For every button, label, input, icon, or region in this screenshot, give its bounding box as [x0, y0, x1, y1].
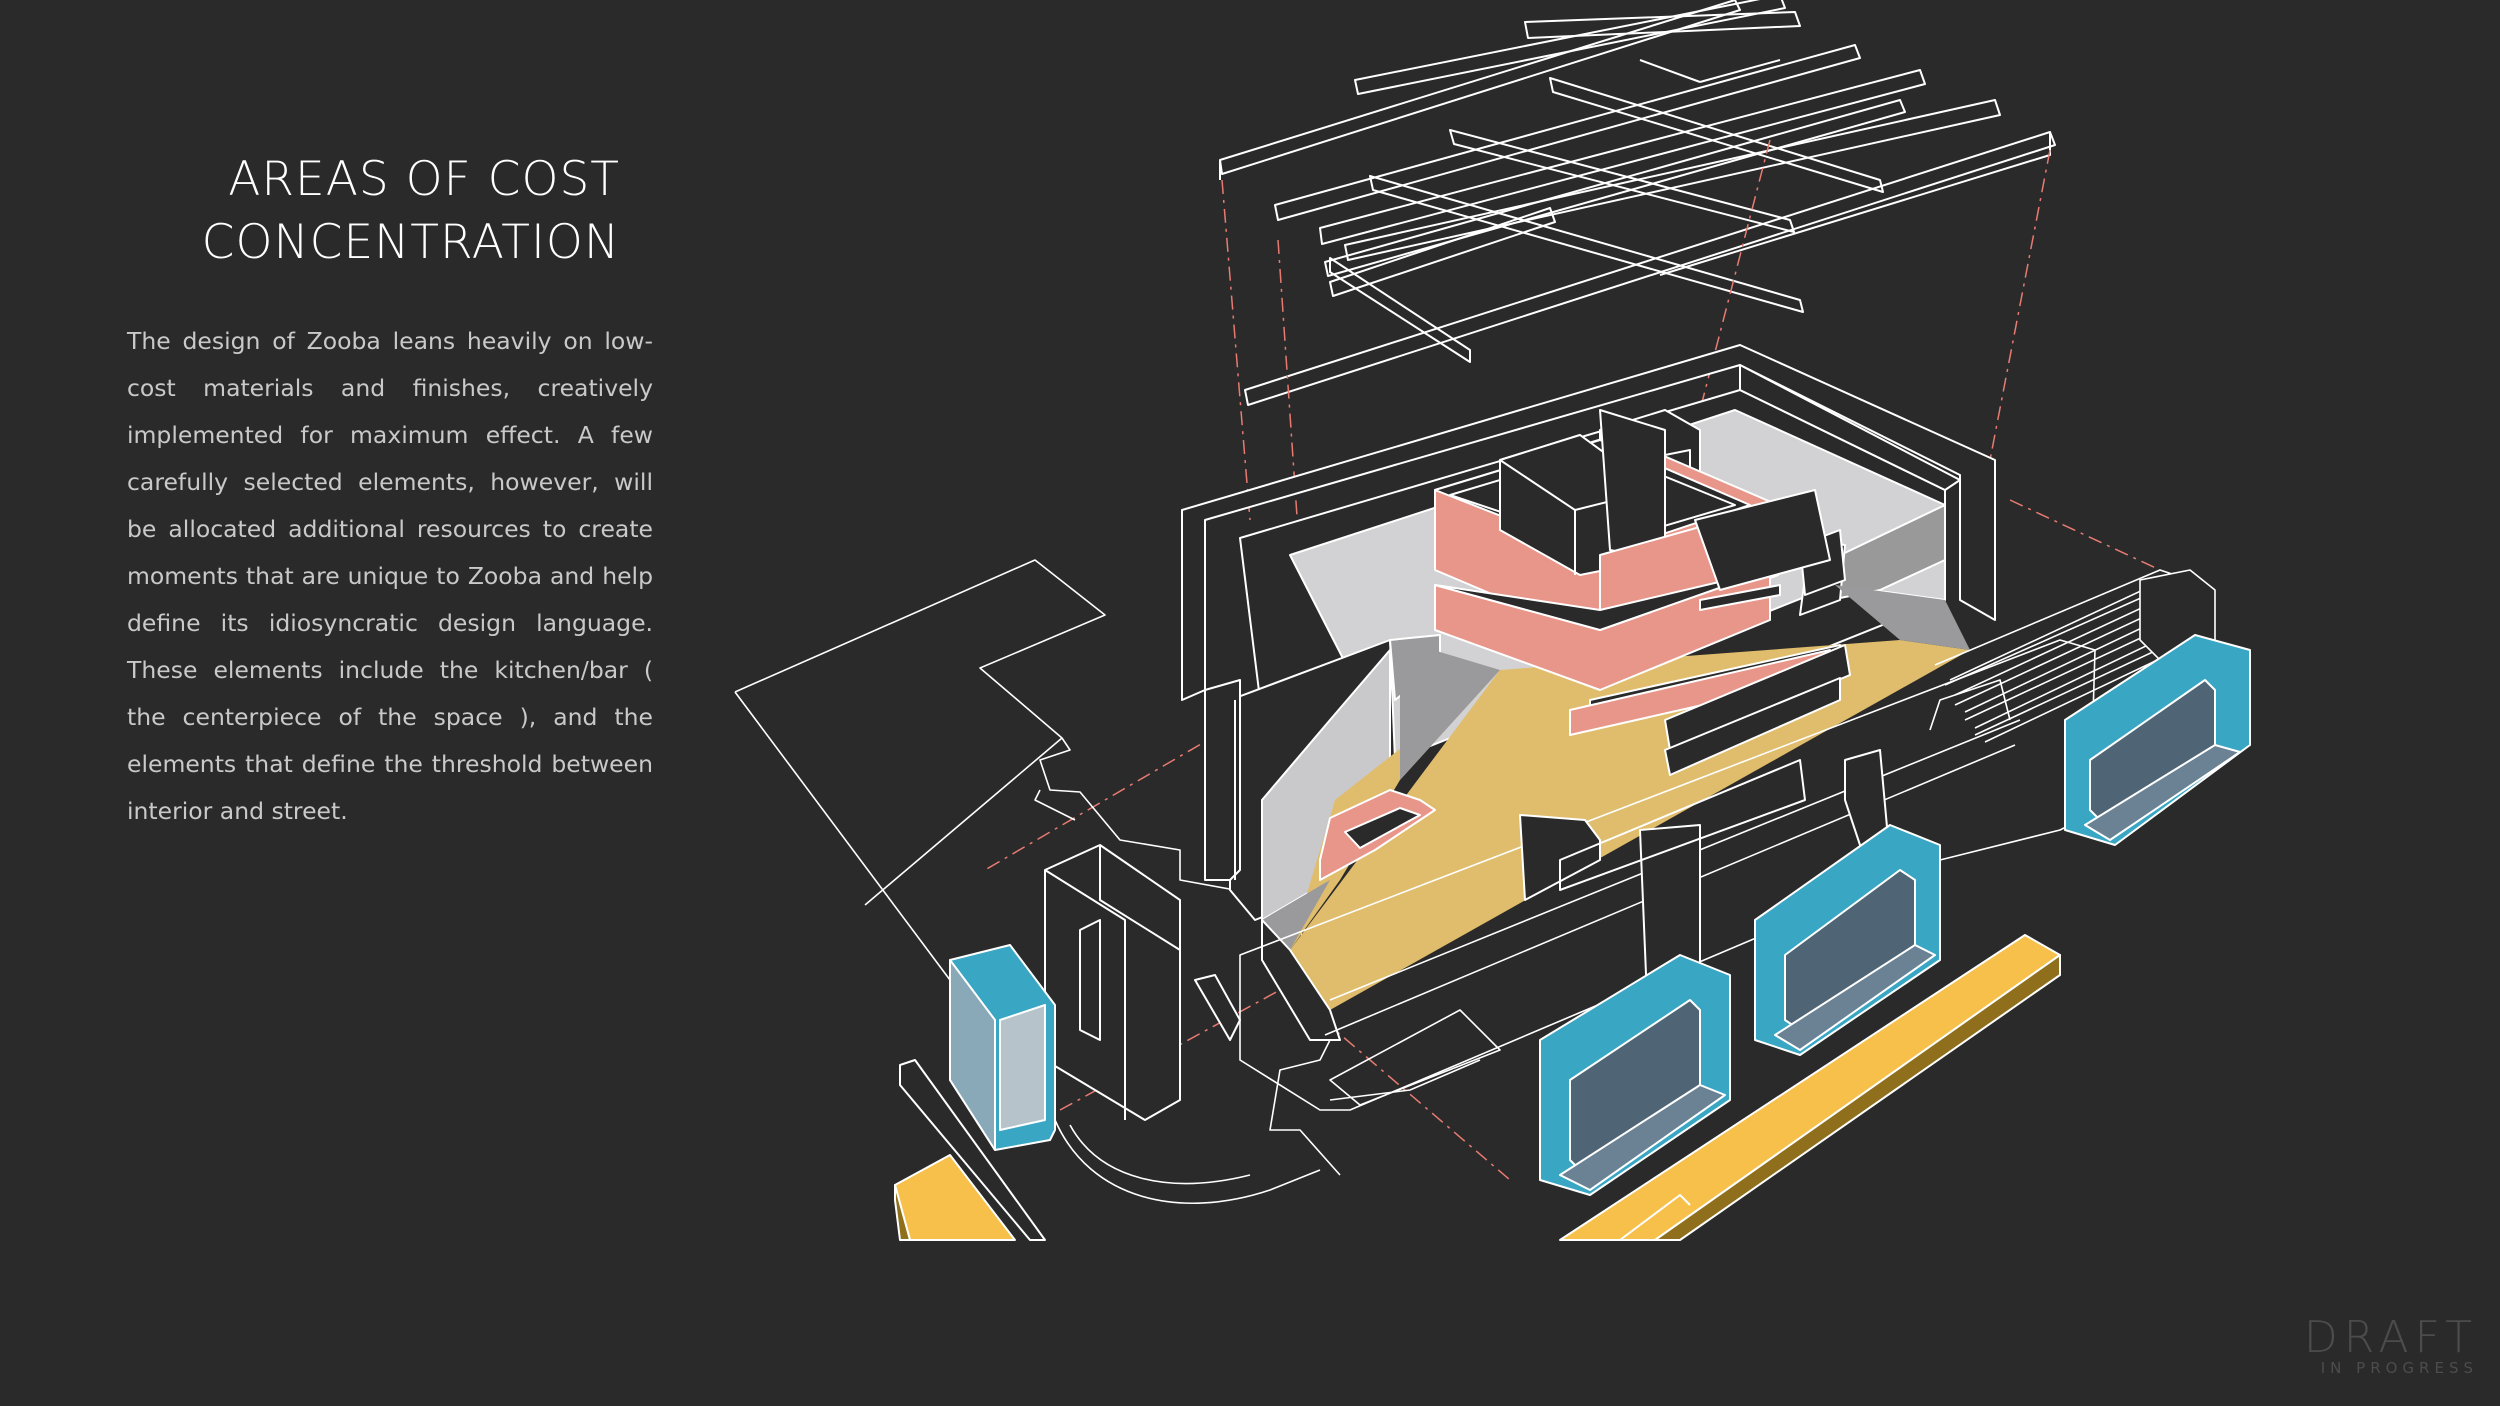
kitchen-bar	[1319, 409, 1851, 881]
threshold-bars	[894, 934, 2061, 1241]
site-plan-outline	[734, 559, 1501, 1205]
description-paragraph: The design of Zooba leans heavily on low…	[127, 327, 653, 825]
page-title: AREAS OF COST CONCENTRATION	[120, 148, 620, 274]
floor-plane	[1261, 585, 1970, 1041]
draft-watermark: DRAFT IN PROGRESS	[2303, 1312, 2478, 1377]
title-line-1: AREAS OF COST	[228, 152, 620, 207]
watermark-sub: IN PROGRESS	[2320, 1359, 2478, 1377]
watermark-main: DRAFT	[2303, 1312, 2478, 1363]
roof-frame	[1219, 0, 2056, 406]
title-line-2: CONCENTRATION	[201, 215, 620, 270]
threshold-frames	[949, 634, 2251, 1196]
